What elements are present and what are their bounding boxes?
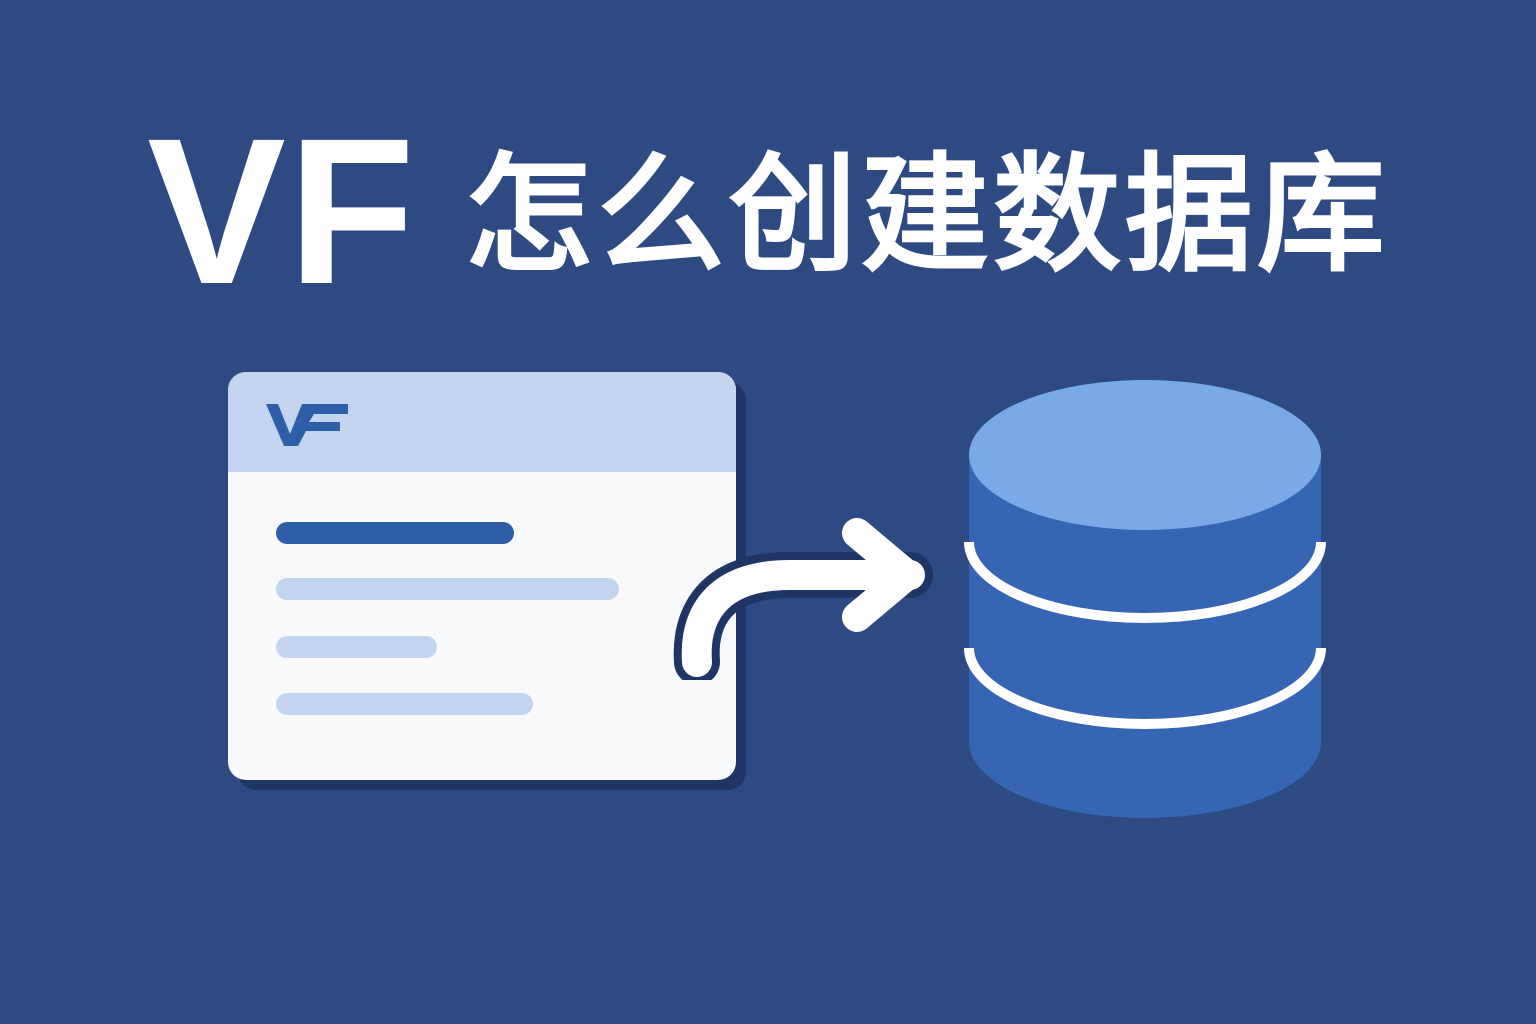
content-bar xyxy=(276,636,437,658)
page-title: VF 怎么创建数据库 xyxy=(0,108,1536,316)
content-bar xyxy=(276,693,533,715)
content-bar xyxy=(276,578,619,600)
vf-logo-icon xyxy=(266,404,348,446)
title-vf: VF xyxy=(147,96,417,328)
content-bar-primary xyxy=(276,522,514,544)
vf-window xyxy=(228,372,736,780)
database-icon xyxy=(964,380,1326,818)
curved-arrow-icon xyxy=(673,518,933,680)
title-text: 怎么创建数据库 xyxy=(464,141,1389,290)
